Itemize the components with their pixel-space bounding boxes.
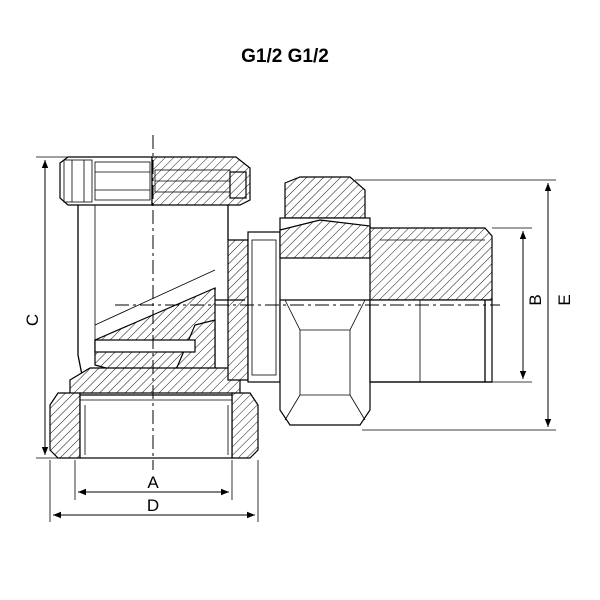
dimension-c-label: C <box>23 314 42 326</box>
dimension-a-label: A <box>147 473 159 492</box>
dimension-a: A <box>74 460 233 500</box>
valve-horizontal-branch <box>214 176 493 426</box>
dimension-d: D <box>49 460 259 522</box>
valve-vertical-body <box>49 156 259 459</box>
dimension-d-label: D <box>147 496 159 515</box>
dimension-e: E <box>355 179 574 431</box>
center-lines <box>115 135 500 470</box>
drawing-title: G1/2 G1/2 <box>241 46 329 67</box>
dimension-e-label: E <box>555 294 574 305</box>
dimension-c: C <box>23 156 80 459</box>
dimension-b: B <box>492 227 545 383</box>
dimension-b-label: B <box>526 294 545 305</box>
